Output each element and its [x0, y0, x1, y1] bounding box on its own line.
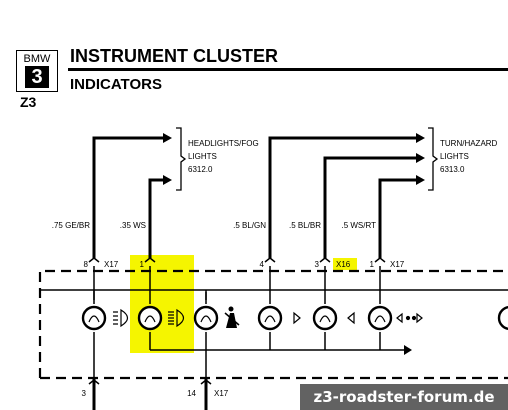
- wire-group: [92, 136, 418, 410]
- bulb-partial: [497, 305, 508, 331]
- bracket-turn: [428, 127, 439, 191]
- bmw-logo: BMW 3: [16, 50, 58, 92]
- arrow-turn-left: [416, 133, 425, 143]
- page-subtitle: INDICATORS: [70, 76, 162, 93]
- pin-3: 3: [315, 260, 320, 269]
- bulb-turn-right: [312, 305, 338, 331]
- ref-turn-line2: LIGHTS: [440, 152, 469, 161]
- wire-turn-trailer: [378, 178, 418, 258]
- arrow-turn-trailer: [416, 175, 425, 185]
- wire-label-3: .5 BL/GN: [233, 221, 266, 230]
- ref-turn-code: 6313.0: [440, 165, 465, 174]
- pin-3-bottom: 3: [82, 389, 87, 398]
- connector-x17-a: X17: [104, 260, 119, 269]
- bulb-highbeam: [137, 305, 163, 331]
- wire-label-2: .35 WS: [120, 221, 146, 230]
- ref-turn-line1: TURN/HAZARD: [440, 139, 498, 148]
- bulb-fog: [81, 305, 107, 331]
- wire-turn-right: [323, 156, 418, 258]
- turn-left-icon: [293, 311, 301, 325]
- wire-label-5: .5 WS/RT: [341, 221, 376, 230]
- internal-leads: [40, 266, 508, 378]
- wire-headlights-top: [92, 136, 165, 258]
- bulb-turn-left: [257, 305, 283, 331]
- connector-x16: X16: [336, 260, 351, 269]
- ref-headlights-line1: HEADLIGHTS/FOG: [188, 139, 259, 148]
- connector-x17-c: X17: [214, 389, 229, 398]
- bus-arrow: [404, 345, 412, 355]
- connector-x17-b: X17: [390, 260, 405, 269]
- bulb-filaments: [88, 315, 386, 323]
- turn-right-icon: [347, 311, 355, 325]
- reference-brackets: [176, 127, 439, 191]
- pin-14: 14: [187, 389, 196, 398]
- wire-label-4: .5 BL/BR: [289, 221, 321, 230]
- pin-4: 4: [260, 260, 265, 269]
- high-beam-icon: [168, 308, 185, 328]
- trailer-turn-icon: [396, 312, 423, 324]
- fog-light-icon: [113, 308, 129, 328]
- ref-headlights-line2: LIGHTS: [188, 152, 217, 161]
- logo-brand: BMW: [23, 53, 51, 65]
- x16-highlight: [333, 258, 357, 270]
- arrow-highbeam: [163, 175, 172, 185]
- page-title: INSTRUMENT CLUSTER: [70, 46, 278, 66]
- pin-ticks: [88, 257, 386, 385]
- pin-8: 8: [84, 260, 89, 269]
- wire-turn-left: [268, 136, 418, 258]
- pin-1-b: 1: [370, 260, 375, 269]
- bulb-trailer: [367, 305, 393, 331]
- arrowheads: [163, 133, 425, 185]
- highlight-box: [130, 255, 194, 353]
- logo-number: 3: [25, 66, 49, 88]
- arrow-headlights: [163, 133, 172, 143]
- arrow-turn-right: [416, 153, 425, 163]
- seatbelt-icon: [224, 306, 240, 328]
- model-label: Z3: [20, 94, 37, 110]
- cluster-outline: [38, 269, 508, 380]
- watermark: z3-roadster-forum.de: [300, 384, 508, 410]
- bulbs: [81, 305, 508, 331]
- bulb-seatbelt: [193, 305, 219, 331]
- ref-headlights-code: 6312.0: [188, 165, 213, 174]
- wire-highbeam: [148, 178, 165, 258]
- pin-1-a: 1: [140, 260, 145, 269]
- wire-label-1: .75 GE/BR: [52, 221, 90, 230]
- title-rule: [68, 68, 508, 71]
- bracket-headlights: [176, 127, 187, 191]
